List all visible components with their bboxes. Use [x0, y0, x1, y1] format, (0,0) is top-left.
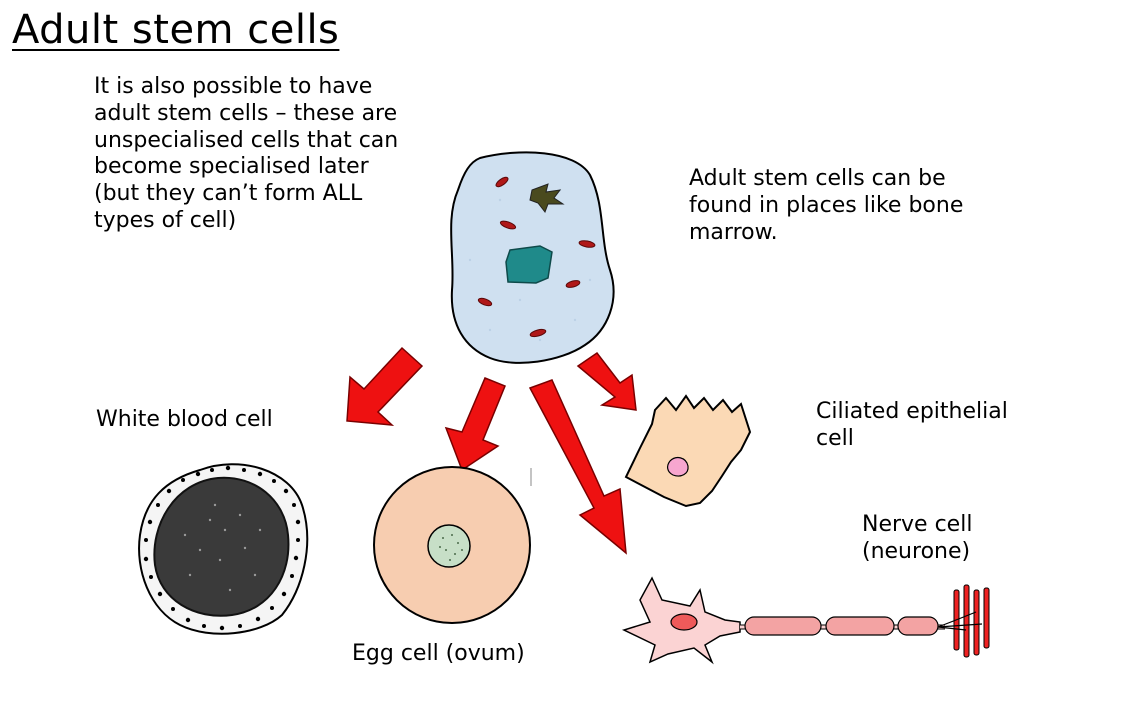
- epithelial-cell-body: [624, 394, 752, 508]
- axon-terminals: [953, 584, 990, 658]
- location-text: Adult stem cells can be found in places …: [689, 166, 964, 245]
- intro-text: It is also possible to have adult stem c…: [94, 74, 399, 234]
- stem-cell-organelles: [477, 176, 596, 338]
- ciliated-epithelial-cell: [624, 394, 752, 508]
- wbc-nucleus: [153, 476, 290, 617]
- arrow-to-nerve-cell: [528, 379, 627, 555]
- label-white-blood-cell: White blood cell: [96, 407, 273, 432]
- arrow-to-ciliated-cell: [576, 351, 637, 411]
- egg-cell: [373, 466, 532, 624]
- epithelial-cell-nucleus: [667, 456, 689, 477]
- label-nerve-cell: Nerve cell (neurone): [862, 512, 973, 564]
- arrow-to-egg-cell: [444, 377, 506, 472]
- myelin-sheath: [744, 616, 939, 636]
- neurone-nucleus: [670, 613, 698, 631]
- label-egg-cell: Egg cell (ovum): [352, 641, 525, 666]
- egg-cell-nucleus: [427, 524, 471, 568]
- wbc-granules: [143, 465, 301, 631]
- nerve-cell: [621, 576, 990, 665]
- golgi-body: [529, 183, 565, 214]
- white-blood-cell: [138, 463, 309, 635]
- stem-cell-nucleus: [505, 245, 553, 284]
- label-ciliated-epithelial-cell: Ciliated epithelial cell: [816, 399, 1008, 451]
- page-title: Adult stem cells: [12, 7, 340, 53]
- arrow-to-white-blood-cell: [346, 346, 424, 426]
- stem-cell: [450, 151, 615, 364]
- arrows: [346, 346, 637, 555]
